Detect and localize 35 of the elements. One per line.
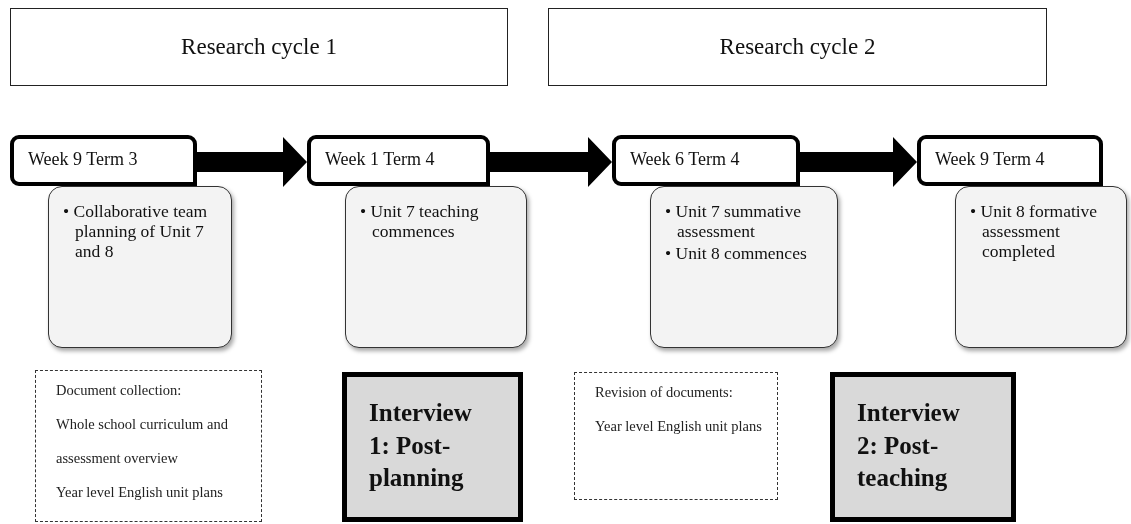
dashed-note-box: [574, 372, 778, 500]
activity-box: [48, 186, 232, 348]
document-note: Year level English unit plans: [595, 417, 763, 436]
block-arrow: [800, 137, 917, 187]
activity-box: [345, 186, 527, 348]
interview-box: [830, 372, 1016, 522]
cycle-title: Research cycle 1: [181, 34, 337, 60]
week-label: Week 6 Term 4: [630, 149, 740, 169]
bullet-item: • Collaborative team planning of Unit 7 and 8: [63, 201, 209, 262]
cycle-title: Research cycle 2: [719, 34, 876, 60]
week-box: [917, 135, 1103, 186]
week-label: Week 9 Term 3: [28, 149, 138, 169]
block-arrow: [197, 137, 307, 187]
document-note: Revision of documents:: [595, 383, 734, 402]
activity-box: [955, 186, 1127, 348]
bullet-item: • Unit 7 summative assessment: [665, 201, 802, 242]
cycle-box: [548, 8, 1047, 86]
bullet-item: • Unit 8 commences: [665, 243, 808, 264]
week-box: [612, 135, 800, 186]
cycle-box: [10, 8, 508, 86]
bullet-item: • Unit 8 formative assessment completed: [970, 201, 1099, 262]
document-note: Year level English unit plans: [56, 483, 224, 502]
block-arrow: [490, 137, 612, 187]
week-label: Week 1 Term 4: [325, 149, 435, 169]
activity-box: [650, 186, 838, 348]
week-box: [10, 135, 197, 186]
interview-label: Interview 2: Post-teaching: [857, 398, 961, 493]
week-box: [307, 135, 490, 186]
interview-label: Interview 1: Post-planning: [369, 398, 473, 493]
week-label: Week 9 Term 4: [935, 149, 1045, 169]
document-note: Whole school curriculum and assessment overview: [56, 415, 229, 468]
dashed-note-box: [35, 370, 262, 522]
bullet-item: • Unit 7 teaching commences: [360, 201, 480, 242]
interview-box: [342, 372, 523, 522]
document-note: Document collection:: [56, 381, 183, 400]
